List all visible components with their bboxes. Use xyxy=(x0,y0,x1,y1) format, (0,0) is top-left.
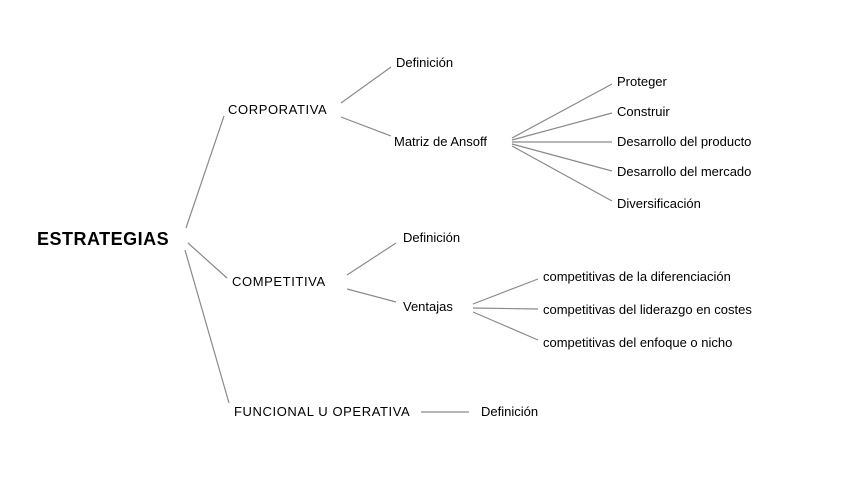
edge-ventajas-enfoque xyxy=(472,311,539,341)
edge-matriz-proteger xyxy=(511,83,613,139)
node-matriz-de-ansoff: Matriz de Ansoff xyxy=(394,134,487,149)
edge-root-competitiva xyxy=(187,242,228,279)
node-corporativa-definicion: Definición xyxy=(396,55,454,70)
node-competitiva: COMPETITIVA xyxy=(232,274,326,289)
node-competitivas-diferenciacion: competitivas de la diferenciación xyxy=(543,269,731,284)
node-corporativa: CORPORATIVA xyxy=(228,102,328,117)
node-estrategias: ESTRATEGIAS xyxy=(37,229,170,249)
node-competitivas-enfoque-nicho: competitivas del enfoque o nicho xyxy=(543,335,733,350)
node-funcional-u-operativa: FUNCIONAL U OPERATIVA xyxy=(234,404,411,419)
edge-root-corporativa xyxy=(185,115,225,229)
node-proteger: Proteger xyxy=(617,74,667,89)
node-desarrollo-del-mercado: Desarrollo del mercado xyxy=(617,164,752,179)
edge-competitiva-ventajas xyxy=(346,288,397,303)
edge-corporativa-definicion xyxy=(340,66,392,104)
edge-competitiva-definicion xyxy=(346,242,397,276)
node-construir: Construir xyxy=(617,104,670,119)
node-ventajas: Ventajas xyxy=(403,299,453,314)
node-funcional-definicion: Definición xyxy=(481,404,539,419)
edge-ventajas-liderazgo xyxy=(472,307,539,310)
edge-root-funcional xyxy=(184,249,230,404)
edge-matriz-desarrollo-mercado xyxy=(511,143,613,172)
edge-matriz-diversificacion xyxy=(511,145,613,202)
edge-ventajas-diferenciacion xyxy=(472,278,539,305)
node-desarrollo-del-producto: Desarrollo del producto xyxy=(617,134,752,149)
node-competitiva-definicion: Definición xyxy=(403,230,461,245)
node-competitivas-liderazgo-costes: competitivas del liderazgo en costes xyxy=(543,302,752,317)
edge-corporativa-matriz xyxy=(340,116,392,137)
edge-matriz-construir xyxy=(511,112,613,141)
node-diversificacion: Diversificación xyxy=(617,196,701,211)
